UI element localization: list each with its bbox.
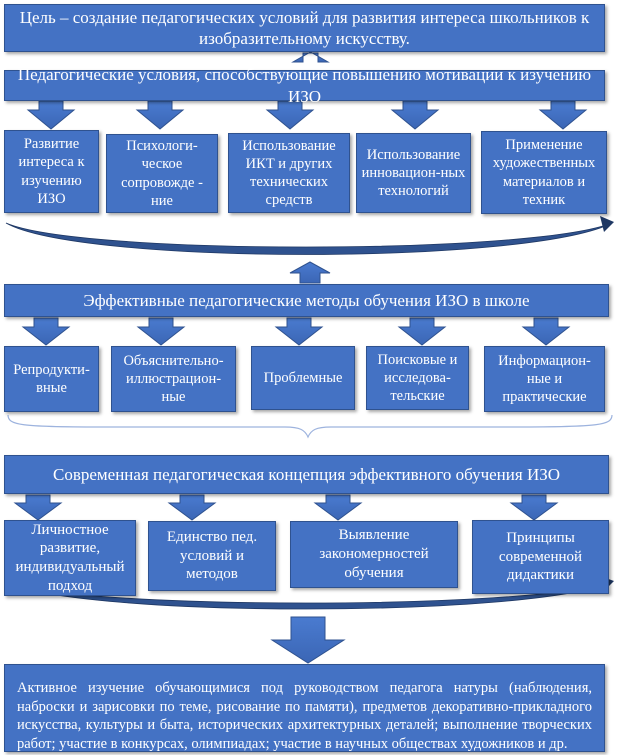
down-arrow-conc-4 bbox=[509, 494, 559, 521]
result-box: Активное изучение обучающимися под руков… bbox=[4, 664, 605, 752]
result-text: Активное изучение обучающимися под руков… bbox=[17, 680, 592, 752]
concept-item-3: Выявление закономерностей обучения bbox=[290, 521, 458, 588]
method-item-4: Поисковые и исследова-тельские bbox=[366, 346, 469, 410]
condition-item-2: Психологи-ческое сопровожде - ние bbox=[106, 134, 218, 213]
concept-item-4: Принципы современной дидактики bbox=[472, 520, 609, 594]
down-arrow-cond-3 bbox=[265, 100, 315, 130]
methods-title-box: Эффективные педагогические методы обучен… bbox=[4, 284, 609, 317]
down-arrow-meth-2 bbox=[136, 317, 186, 346]
up-arrow-methods bbox=[289, 261, 331, 284]
down-arrow-conc-1 bbox=[13, 494, 63, 521]
down-arrow-conc-3 bbox=[313, 494, 363, 521]
brace-methods bbox=[7, 414, 613, 439]
down-arrow-cond-2 bbox=[135, 100, 185, 130]
up-arrow-goal bbox=[291, 51, 330, 63]
down-arrow-cond-5 bbox=[538, 100, 588, 130]
conditions-title: Педагогические условия, способствующие п… bbox=[17, 65, 592, 106]
methods-title: Эффективные педагогические методы обучен… bbox=[83, 290, 530, 310]
conditions-title-box: Педагогические условия, способствующие п… bbox=[4, 65, 605, 106]
condition-item-1: Развитие интереса к изучению ИЗО bbox=[4, 130, 99, 213]
condition-item-5: Применение художественных материалов и т… bbox=[481, 131, 607, 214]
concept-title-box: Современная педагогическая концепция эфф… bbox=[4, 455, 609, 494]
condition-item-3: Использование ИКТ и других технических с… bbox=[228, 133, 350, 213]
concept-item-2: Единство пед. условий и методов bbox=[148, 521, 276, 591]
down-arrow-meth-4 bbox=[397, 317, 447, 346]
concept-item-1: Личностное развитие, индивидуальный подх… bbox=[4, 520, 136, 596]
down-arrow-cond-1 bbox=[26, 100, 76, 130]
down-arrow-conc-2 bbox=[167, 494, 217, 521]
method-item-5: Информацион-ные и практические bbox=[484, 346, 605, 412]
method-item-2: Объяснительно-иллюстрацион-ные bbox=[111, 346, 236, 412]
down-arrow-cond-4 bbox=[390, 100, 440, 130]
down-arrow-result bbox=[270, 616, 346, 664]
goal-box: Цель – создание педагогических условий д… bbox=[4, 4, 605, 52]
down-arrow-meth-3 bbox=[274, 317, 324, 346]
concept-title: Современная педагогическая концепция эфф… bbox=[52, 464, 561, 484]
method-item-3: Проблемные bbox=[251, 346, 355, 410]
method-item-1: Репродукти-вные bbox=[4, 346, 99, 412]
down-arrow-meth-1 bbox=[21, 317, 71, 346]
goal-text: Цель – создание педагогических условий д… bbox=[19, 7, 590, 48]
curved-arrow-conditions bbox=[5, 222, 613, 255]
down-arrow-meth-5 bbox=[521, 317, 571, 346]
condition-item-4: Использование инновацион-ных технологий bbox=[356, 133, 471, 213]
